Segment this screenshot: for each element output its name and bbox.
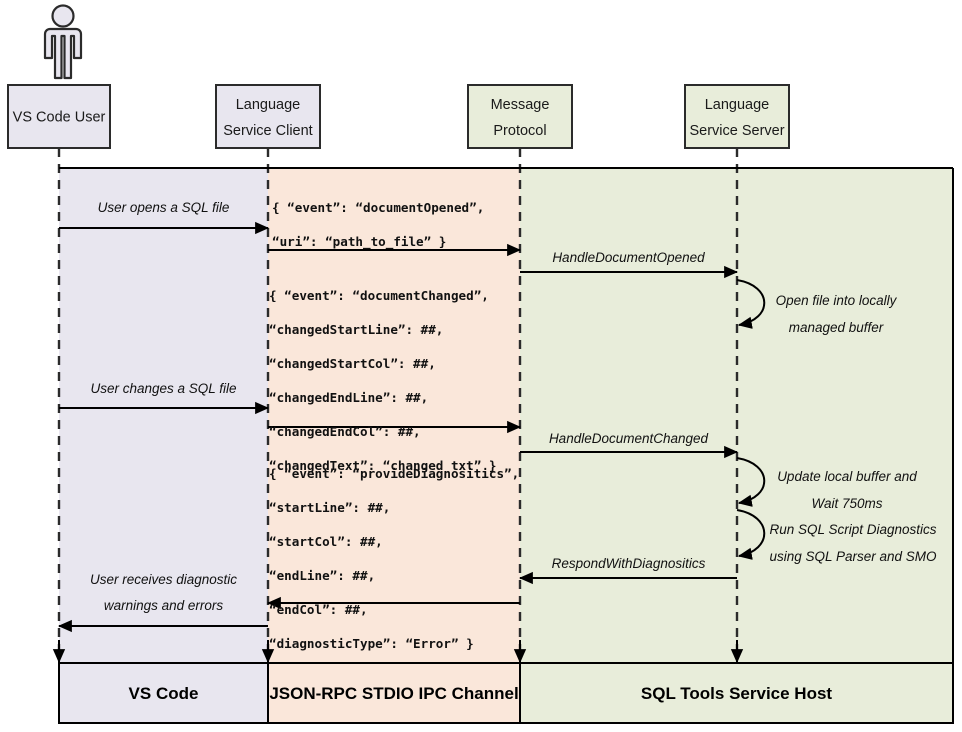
ipc-transfer-arrows: [266, 243, 522, 610]
header-box-message-protocol: [467, 84, 573, 149]
header-box-language-client: [215, 84, 321, 149]
json-line-json-document-changed-2: “changedStartCol”: ##,: [269, 356, 436, 371]
header-label-language-server-1: Service Server: [689, 123, 784, 139]
footer-bar: VS Code JSON-RPC STDIO IPC Channel SQL Too…: [58, 662, 954, 724]
label-msg-respond-diagnostics: RespondWithDiagnositics: [552, 556, 706, 571]
header-box-language-server: [684, 84, 790, 149]
footer-vs-code-label: VS Code: [129, 684, 199, 703]
note-self-run-diagnostics-1: using SQL Parser and SMO: [769, 549, 937, 564]
header-label-message-protocol-1: Protocol: [493, 123, 546, 139]
json-payload-blocks: { “event”: “documentOpened”, “uri”: “pat…: [269, 200, 519, 651]
footer-ipc-label: JSON-RPC STDIO IPC Channel: [269, 684, 518, 703]
label-msg-user-receives-0: User receives diagnostic: [90, 572, 237, 587]
header-label-language-server-0: Language: [705, 97, 770, 113]
band-vscode: [59, 168, 268, 663]
json-line-json-document-changed-3: “changedEndLine”: ##,: [269, 390, 428, 405]
json-line-json-document-changed-1: “changedStartLine”: ##,: [269, 322, 443, 337]
json-line-json-provide-diagnostics-0: { “event”: “provideDiagnositics”,: [269, 466, 519, 481]
label-msg-handle-doc-opened: HandleDocumentOpened: [552, 250, 705, 265]
header-box-vscode-user: [7, 84, 111, 149]
json-line-json-document-opened-1: “uri”: “path_to_file” }: [272, 234, 446, 250]
vs-code-user-actor-icon: [43, 4, 83, 80]
json-line-json-document-opened-0: { “event”: “documentOpened”,: [272, 200, 484, 215]
message-arrows: User opens a SQL fileHandleDocumentOpene…: [57, 200, 739, 633]
note-self-run-diagnostics-0: Run SQL Script Diagnostics: [769, 522, 936, 537]
footer-host: [519, 662, 954, 724]
json-line-json-document-changed-4: “changedEndCol”: ##,: [269, 424, 421, 439]
self-call-arcs: Open file into locally managed bufferUpda…: [736, 279, 937, 564]
arc-self-run-diagnostics: [736, 509, 766, 560]
note-self-open-file-1: managed buffer: [789, 320, 884, 335]
json-line-json-provide-diagnostics-4: “endCol”: ##,: [269, 602, 368, 617]
footer-vs-code: [58, 662, 269, 724]
footer-host-label: SQL Tools Service Host: [641, 684, 832, 703]
json-line-json-document-changed-5: “changedText”: “changed txt” }: [269, 458, 496, 473]
footer-ipc: [267, 662, 521, 724]
lifeline-activation-bands: [59, 168, 954, 663]
json-line-json-document-changed-0: { “event”: “documentChanged”,: [269, 288, 489, 303]
note-self-update-wait-0: Update local buffer and: [777, 469, 917, 484]
json-line-json-provide-diagnostics-3: “endLine”: ##,: [269, 568, 375, 583]
header-label-vscode-user-0: VS Code User: [13, 110, 106, 126]
label-msg-user-receives-1: warnings and errors: [104, 598, 224, 613]
label-msg-user-changes: User changes a SQL file: [90, 381, 236, 396]
json-line-json-provide-diagnostics-5: “diagnosticType”: “Error” }: [269, 636, 474, 651]
note-self-update-wait-1: Wait 750ms: [811, 496, 882, 511]
label-msg-user-opens: User opens a SQL file: [98, 200, 230, 215]
json-line-json-provide-diagnostics-1: “startLine”: ##,: [269, 500, 390, 515]
header-label-message-protocol-0: Message: [491, 97, 550, 113]
json-line-json-provide-diagnostics-2: “startCol”: ##,: [269, 534, 383, 549]
arc-self-open-file: [736, 279, 766, 329]
label-msg-handle-doc-changed: HandleDocumentChanged: [549, 431, 709, 446]
header-label-language-client-0: Language: [236, 97, 301, 113]
note-self-open-file-0: Open file into locally: [776, 293, 898, 308]
arc-self-update-wait: [736, 457, 766, 507]
header-label-language-client-1: Service Client: [223, 123, 312, 139]
